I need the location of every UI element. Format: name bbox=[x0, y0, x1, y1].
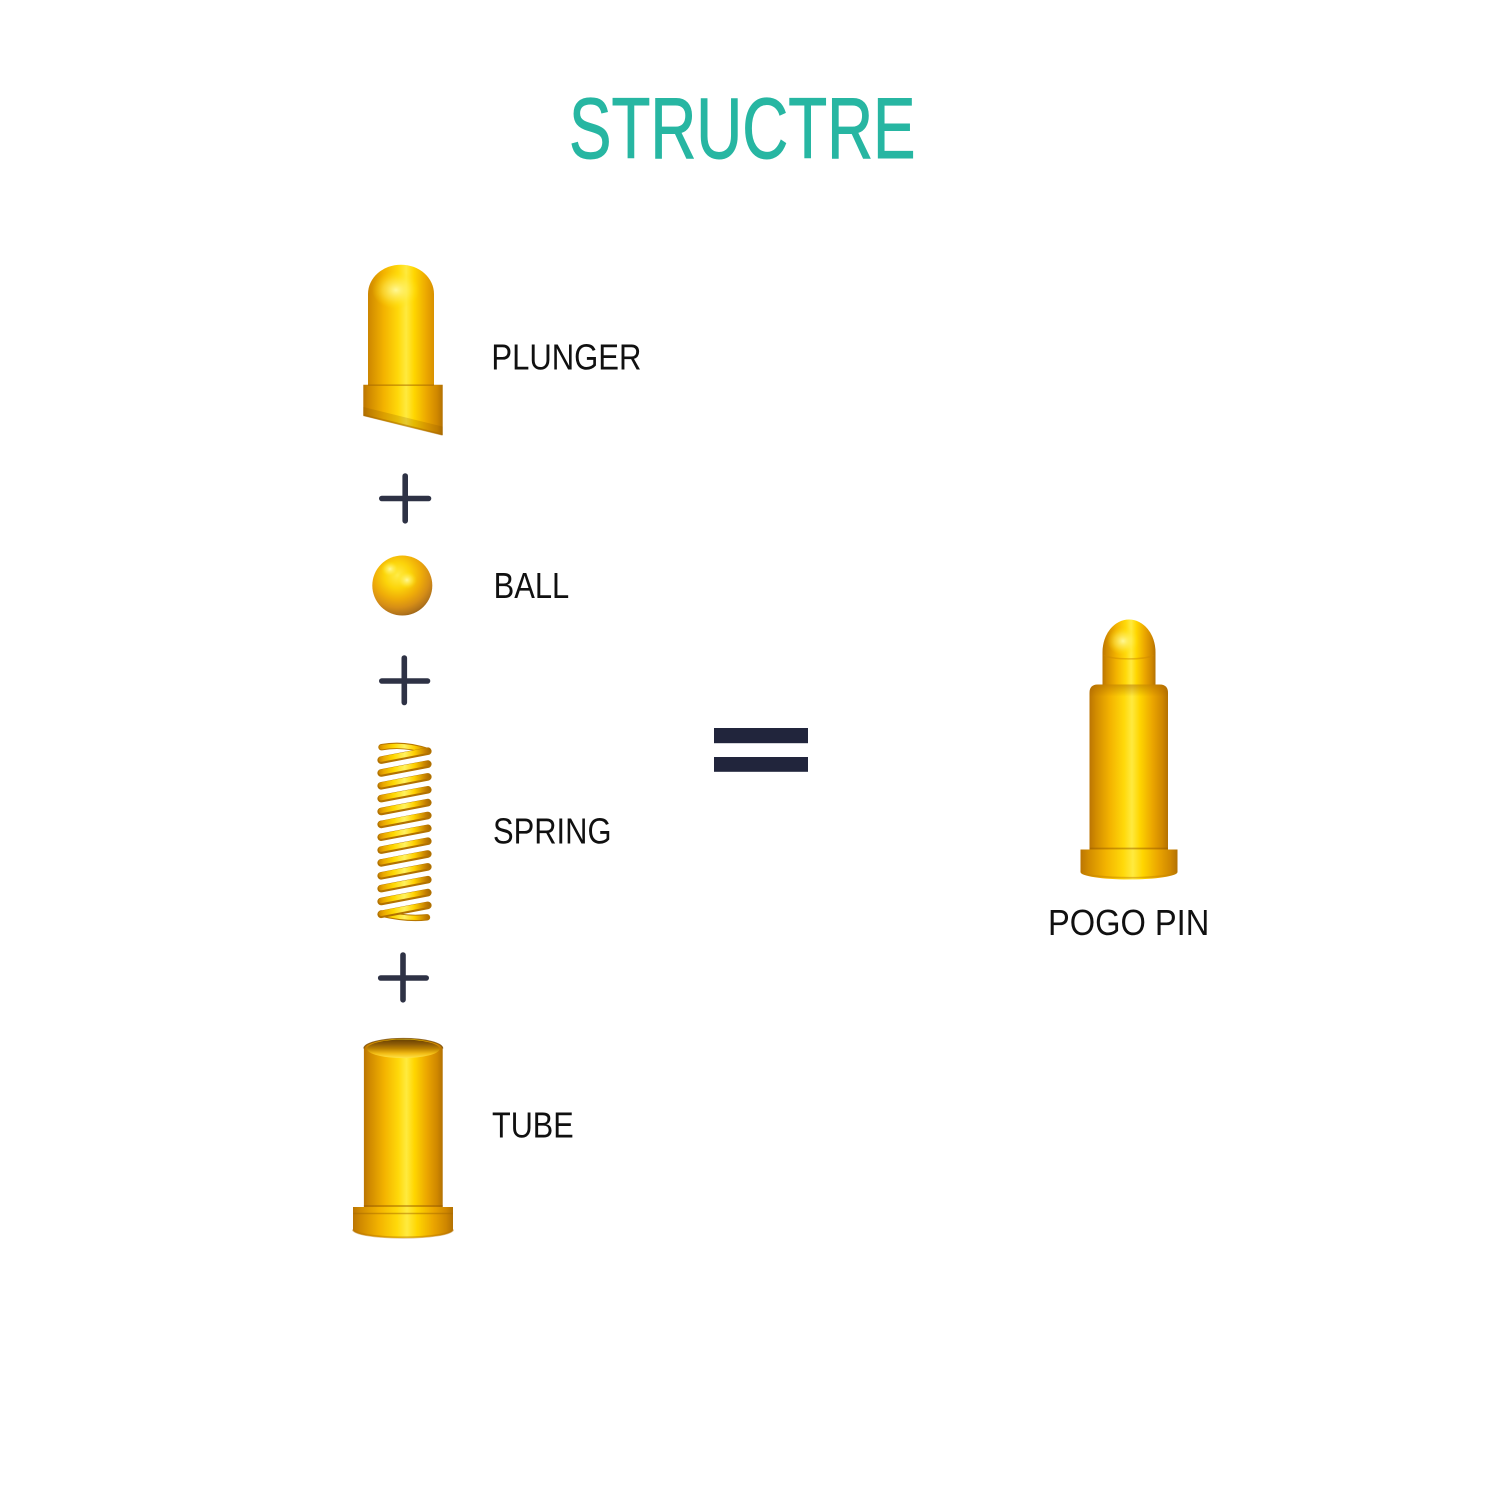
svg-text:SPRING: SPRING bbox=[493, 811, 612, 852]
svg-text:PLUNGER: PLUNGER bbox=[491, 337, 641, 378]
svg-text:BALL: BALL bbox=[494, 565, 570, 606]
svg-text:STRUCTRE: STRUCTRE bbox=[569, 81, 916, 177]
svg-text:POGO PIN: POGO PIN bbox=[1048, 902, 1209, 943]
svg-text:TUBE: TUBE bbox=[492, 1104, 574, 1145]
